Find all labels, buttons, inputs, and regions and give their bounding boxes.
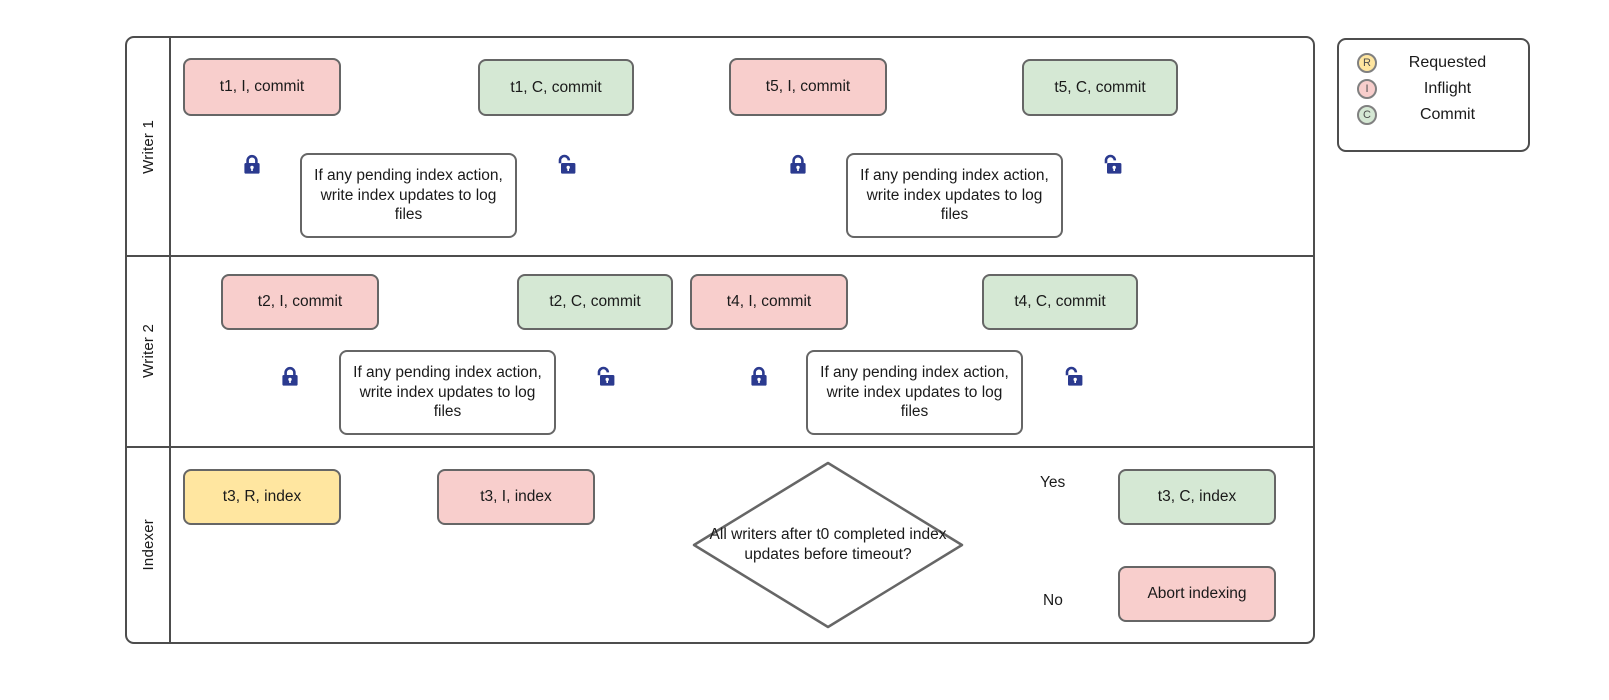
lock-closed-icon bbox=[787, 154, 809, 176]
lock-open-icon bbox=[555, 154, 577, 176]
lock-closed-icon bbox=[748, 366, 770, 388]
lane-label-indexer: Indexer bbox=[127, 446, 169, 644]
legend: R Requested I Inflight C Commit bbox=[1337, 38, 1530, 152]
legend-item-inflight: I Inflight bbox=[1357, 76, 1514, 102]
lock-closed-icon bbox=[241, 154, 263, 176]
legend-dot-commit-icon: C bbox=[1357, 105, 1377, 125]
lane-label-writer-1-text: Writer 1 bbox=[139, 119, 157, 174]
node-t5-commit[interactable]: t5, C, commit bbox=[1022, 59, 1178, 116]
node-t5-inflight[interactable]: t5, I, commit bbox=[729, 58, 887, 116]
legend-dot-inflight-icon: I bbox=[1357, 79, 1377, 99]
legend-dot-requested-icon: R bbox=[1357, 53, 1377, 73]
legend-label-commit: Commit bbox=[1419, 106, 1476, 123]
lane-divider-1 bbox=[127, 255, 1313, 257]
node-writer2-process-2[interactable]: If any pending index action, write index… bbox=[806, 350, 1023, 435]
node-abort-indexing[interactable]: Abort indexing bbox=[1118, 566, 1276, 622]
node-t3-inflight[interactable]: t3, I, index bbox=[437, 469, 595, 525]
lane-label-writer-2: Writer 2 bbox=[127, 255, 169, 446]
legend-label-inflight: Inflight bbox=[1423, 80, 1472, 97]
node-t4-inflight[interactable]: t4, I, commit bbox=[690, 274, 848, 330]
edge-label-no: No bbox=[1043, 592, 1063, 609]
lane-label-writer-1: Writer 1 bbox=[127, 38, 169, 255]
node-t2-inflight[interactable]: t2, I, commit bbox=[221, 274, 379, 330]
lock-open-icon bbox=[594, 366, 616, 388]
node-writer2-process-1[interactable]: If any pending index action, write index… bbox=[339, 350, 556, 435]
lane-label-writer-2-text: Writer 2 bbox=[139, 323, 157, 378]
node-t3-commit[interactable]: t3, C, index bbox=[1118, 469, 1276, 525]
decision-label: All writers after t0 completed index upd… bbox=[709, 525, 947, 563]
edge-label-yes: Yes bbox=[1040, 474, 1066, 491]
lane-header-rule bbox=[169, 38, 171, 642]
legend-label-requested: Requested bbox=[1408, 54, 1487, 71]
node-writer1-process-1[interactable]: If any pending index action, write index… bbox=[300, 153, 517, 238]
legend-dot-commit-key: C bbox=[1363, 109, 1371, 121]
legend-item-commit: C Commit bbox=[1357, 102, 1514, 128]
node-t4-commit[interactable]: t4, C, commit bbox=[982, 274, 1138, 330]
lane-label-indexer-text: Indexer bbox=[139, 519, 157, 571]
node-t1-commit[interactable]: t1, C, commit bbox=[478, 59, 634, 116]
lane-divider-2 bbox=[127, 446, 1313, 448]
node-t2-commit[interactable]: t2, C, commit bbox=[517, 274, 673, 330]
lock-closed-icon bbox=[279, 366, 301, 388]
node-t3-requested[interactable]: t3, R, index bbox=[183, 469, 341, 525]
legend-dot-inflight-key: I bbox=[1365, 83, 1369, 95]
node-writer1-process-2[interactable]: If any pending index action, write index… bbox=[846, 153, 1063, 238]
legend-item-requested: R Requested bbox=[1357, 50, 1514, 76]
lock-open-icon bbox=[1062, 366, 1084, 388]
decision-all-writers-completed[interactable]: All writers after t0 completed index upd… bbox=[690, 459, 966, 631]
legend-dot-requested-key: R bbox=[1363, 57, 1371, 69]
lock-open-icon bbox=[1101, 154, 1123, 176]
node-t1-inflight[interactable]: t1, I, commit bbox=[183, 58, 341, 116]
